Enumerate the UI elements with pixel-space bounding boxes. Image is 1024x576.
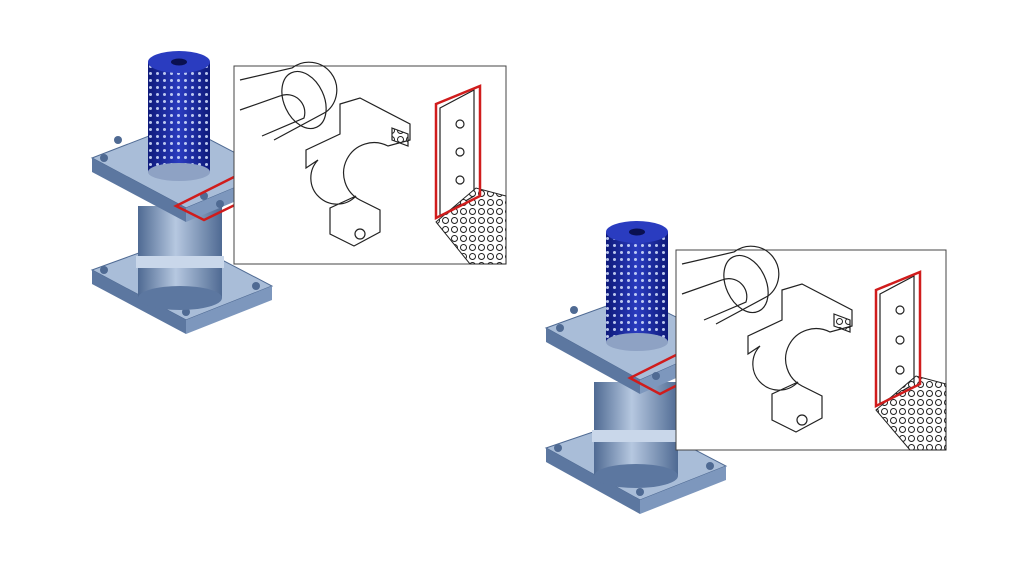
column-cylinder xyxy=(592,382,680,488)
detail-bracket xyxy=(305,97,411,247)
right-assembly-svg xyxy=(544,221,947,514)
detail-perforated-tube xyxy=(435,187,507,265)
detail-pipe xyxy=(681,245,780,325)
detail-bracket xyxy=(747,283,853,433)
left-assembly-view xyxy=(0,0,520,360)
detail-inset xyxy=(233,61,507,265)
detail-inset xyxy=(675,245,947,451)
left-assembly-svg xyxy=(90,51,507,334)
right-assembly-view xyxy=(520,200,1020,570)
perforated-tube xyxy=(606,221,668,351)
detail-pipe xyxy=(239,61,338,141)
column-cylinder xyxy=(136,206,224,310)
highlight-flange xyxy=(874,270,922,409)
perforated-tube xyxy=(148,51,210,181)
detail-perforated-tube xyxy=(875,375,947,451)
highlight-flange xyxy=(434,84,482,221)
